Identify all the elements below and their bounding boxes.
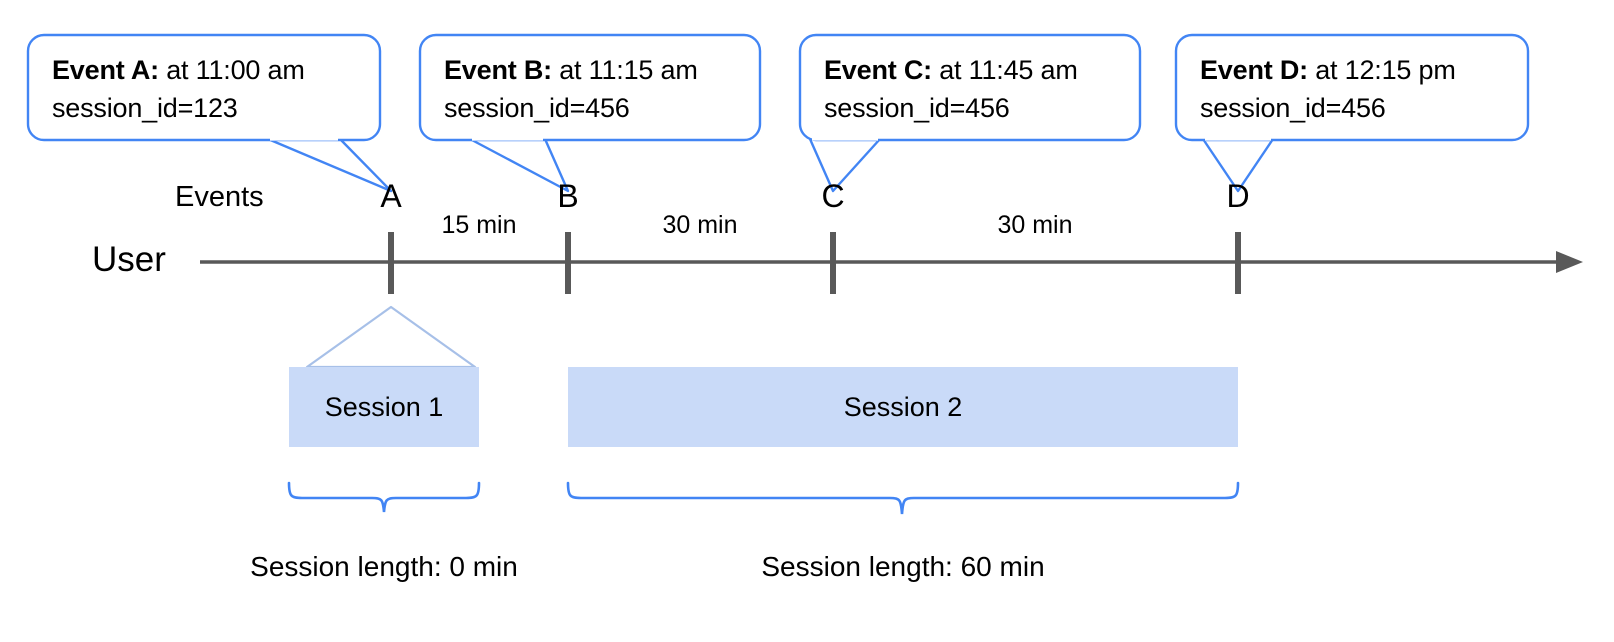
callout-a-lead: Event A: bbox=[52, 55, 159, 85]
callout-c-lead: Event C: bbox=[824, 55, 932, 85]
gap-label-c-d: 30 min bbox=[997, 211, 1073, 239]
callout-c-text: Event C: at 11:45 am session_id=456 bbox=[824, 51, 1078, 127]
event-ticks bbox=[388, 232, 1241, 294]
callout-c[interactable] bbox=[798, 33, 1142, 193]
session-1-brace bbox=[287, 481, 481, 513]
session-2-brace bbox=[566, 481, 1240, 515]
session-1-funnel bbox=[305, 305, 477, 369]
callout-c-body bbox=[798, 33, 1142, 142]
callout-c-line1: Event C: at 11:45 am bbox=[824, 51, 1078, 89]
callout-b-line2: session_id=456 bbox=[444, 93, 630, 123]
callout-c-line2: session_id=456 bbox=[824, 93, 1010, 123]
user-row-label: User bbox=[92, 240, 166, 279]
gap-label-a-b: 15 min bbox=[441, 211, 517, 239]
callout-b[interactable] bbox=[418, 33, 762, 193]
callout-d-line2: session_id=456 bbox=[1200, 93, 1386, 123]
session-2-label: Session 2 bbox=[843, 392, 963, 422]
callout-d-body bbox=[1174, 33, 1530, 142]
callout-a-rest: at 11:00 am bbox=[158, 55, 305, 85]
session-1-shape[interactable] bbox=[289, 305, 479, 447]
event-letter-a: A bbox=[380, 178, 402, 214]
event-letter-b: B bbox=[557, 178, 579, 214]
callout-d-line1: Event D: at 12:15 pm bbox=[1200, 51, 1456, 89]
session-2-shape[interactable] bbox=[568, 367, 1238, 447]
callout-b-lead: Event B: bbox=[444, 55, 552, 85]
callout-d[interactable] bbox=[1174, 33, 1530, 193]
gap-label-b-c: 30 min bbox=[662, 211, 738, 239]
callout-a[interactable] bbox=[26, 33, 393, 193]
callout-c-rest: at 11:45 am bbox=[931, 55, 1078, 85]
events-row-label: Events bbox=[175, 181, 264, 213]
session-2-bar bbox=[568, 367, 1238, 447]
callout-a-text: Event A: at 11:00 am session_id=123 bbox=[52, 51, 305, 127]
callout-d-lead: Event D: bbox=[1200, 55, 1308, 85]
callout-a-line2: session_id=123 bbox=[52, 93, 238, 123]
callout-a-body bbox=[26, 33, 382, 142]
callout-d-text: Event D: at 12:15 pm session_id=456 bbox=[1200, 51, 1456, 127]
event-letter-c: C bbox=[821, 178, 845, 214]
callout-b-text: Event B: at 11:15 am session_id=456 bbox=[444, 51, 698, 127]
session-1-length-label: Session length: 0 min bbox=[250, 551, 518, 582]
callout-b-rest: at 11:15 am bbox=[551, 55, 698, 85]
session-1-bar bbox=[289, 367, 479, 447]
callout-d-rest: at 12:15 pm bbox=[1307, 55, 1456, 85]
timeline-axis bbox=[200, 251, 1583, 273]
event-letter-d: D bbox=[1226, 178, 1250, 214]
timeline-arrowhead-icon bbox=[1556, 251, 1583, 273]
callout-b-line1: Event B: at 11:15 am bbox=[444, 51, 698, 89]
session-2-length-label: Session length: 60 min bbox=[761, 551, 1045, 582]
callout-a-line1: Event A: at 11:00 am bbox=[52, 51, 305, 89]
session-1-label: Session 1 bbox=[324, 392, 444, 422]
callout-b-body bbox=[418, 33, 762, 142]
